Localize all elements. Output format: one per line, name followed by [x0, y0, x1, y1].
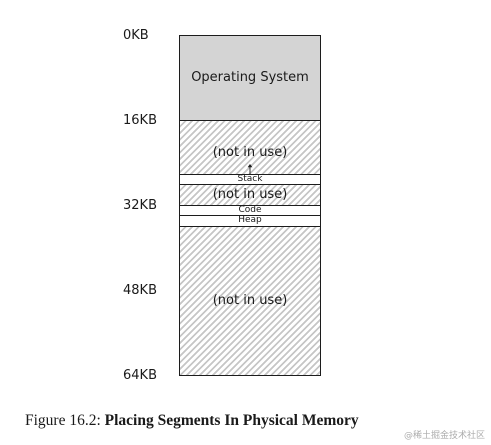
address-label-32kb: 32KB [123, 198, 157, 213]
address-label-64kb: 64KB [123, 368, 157, 383]
address-label-0kb: 0KB [123, 28, 149, 43]
physical-memory-diagram: Operating System (not in use) Stack (not… [179, 35, 321, 376]
heap-segment: Heap [180, 215, 320, 236]
figure-caption: Figure 16.2: Placing Segments In Physica… [25, 412, 359, 430]
stack-label: Stack [237, 174, 263, 184]
watermark-text: @稀土掘金技术社区 [403, 431, 485, 441]
unused-region-middle: (not in use) [180, 185, 320, 205]
stack-segment: Stack [180, 164, 320, 185]
caption-title: Placing Segments In Physical Memory [104, 412, 359, 429]
heap-label: Heap [238, 215, 262, 225]
operating-system-label: Operating System [191, 70, 309, 85]
unused-label-middle: (not in use) [212, 187, 288, 202]
address-label-48kb: 48KB [123, 283, 157, 298]
unused-label-top: (not in use) [212, 145, 288, 160]
stack-grow-up-arrow-icon [247, 164, 253, 174]
code-segment: Code [180, 205, 320, 216]
unused-region-bottom: (not in use) [180, 227, 320, 375]
caption-prefix: Figure 16.2: [25, 412, 105, 429]
address-label-16kb: 16KB [123, 113, 157, 128]
operating-system-segment: Operating System [180, 36, 320, 121]
code-label: Code [238, 205, 262, 215]
unused-label-bottom: (not in use) [212, 293, 288, 308]
